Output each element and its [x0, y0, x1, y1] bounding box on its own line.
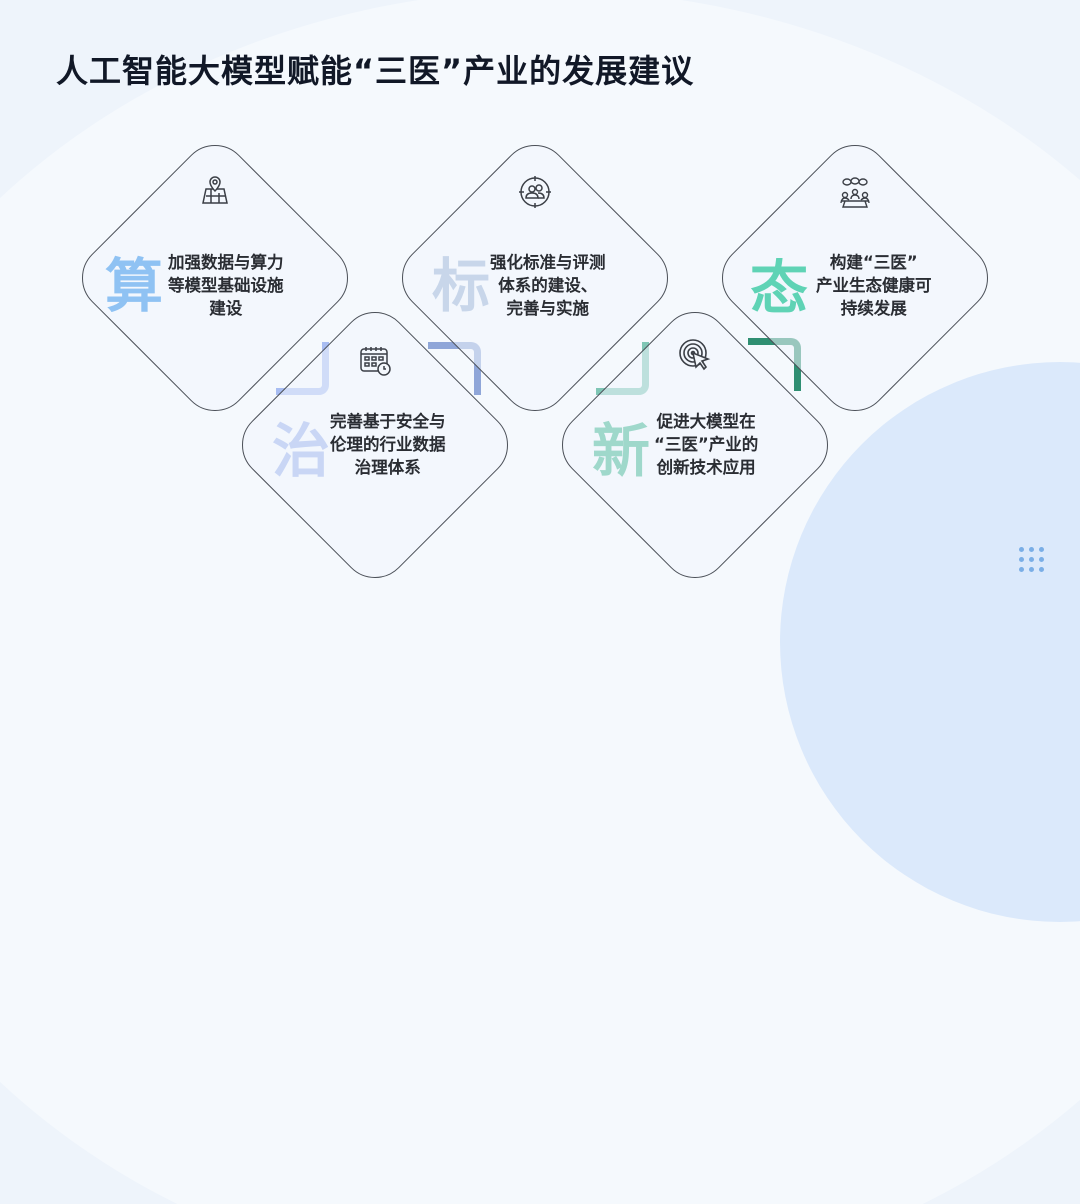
key-char: 标: [432, 252, 491, 320]
card-compute: 算 加强数据与算力 等模型基础设施 建设: [67, 130, 363, 426]
card-standards: 标 强化标准与评测 体系的建设、 完善与实施: [387, 130, 683, 426]
page-title: 人工智能大模型赋能“三医”产业的发展建议: [56, 52, 695, 90]
card-text: 促进大模型在 “三医”产业的 创新技术应用: [654, 412, 759, 477]
map-pin-icon: [202, 176, 228, 204]
card-text: 完善基于安全与 伦理的行业数据 治理体系: [330, 412, 446, 477]
key-char: 新: [592, 417, 651, 485]
key-char: 算: [105, 252, 164, 320]
meeting-group-icon: [840, 177, 870, 208]
calendar-clock-icon: [360, 347, 391, 376]
key-char: 治: [272, 417, 331, 485]
key-char: 态: [750, 254, 809, 322]
card-governance: 治 完善基于安全与 伦理的行业数据 治理体系: [227, 297, 523, 593]
card-text: 强化标准与评测 体系的建设、 完善与实施: [490, 253, 606, 318]
card-innovation: 新 促进大模型在 “三医”产业的 创新技术应用: [547, 297, 843, 593]
card-ecosystem: 态 构建“三医” 产业生态健康可 持续发展: [707, 130, 1003, 426]
card-text: 加强数据与算力 等模型基础设施 建设: [168, 253, 284, 318]
grid-dots-icon: [1019, 547, 1044, 572]
target-cursor-icon: [679, 339, 711, 371]
target-users-icon: [519, 176, 551, 208]
card-text: 构建“三医” 产业生态健康可 持续发展: [816, 253, 932, 318]
